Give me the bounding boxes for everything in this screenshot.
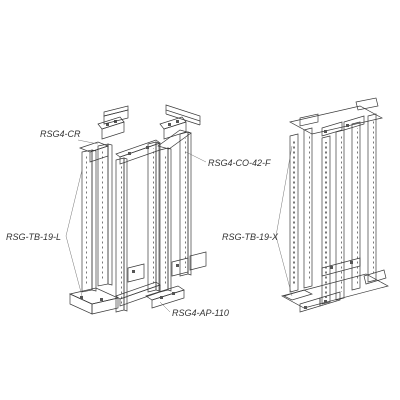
left-upright-top-bracket <box>78 141 110 163</box>
assembled-upright-3 <box>321 135 331 305</box>
assembled-upright-6 <box>367 113 377 283</box>
top-cross-rail-left <box>97 116 125 140</box>
top-cross-rail-right <box>159 116 187 140</box>
leader-lines-left <box>65 139 207 313</box>
assembled-rack: RSG-TB-19-X <box>222 97 389 313</box>
mid-bracket-right <box>171 257 189 277</box>
assembled-mid-crossbar <box>321 257 361 277</box>
top-frame-bracket <box>103 105 129 125</box>
right-upright-front <box>159 147 172 293</box>
label-rsg4-co-42-f: RSG4-CO-42-F <box>208 158 271 168</box>
ap-bottom-bracket <box>145 285 185 309</box>
exploded-rack-assembly: RSG4-CR RSG4-CO-42-F RSG-TB-19-L RSG4-AP… <box>6 104 271 318</box>
label-rsg4-ap-110: RSG4-AP-110 <box>172 308 229 318</box>
assembled-upright-5 <box>351 121 361 291</box>
assembled-upright-2 <box>303 127 313 289</box>
middle-frame-left-upright <box>115 157 128 313</box>
mid-bracket-far-right <box>189 251 207 271</box>
middle-frame-right-upright <box>147 141 160 293</box>
left-base-plate <box>68 287 120 315</box>
top-frame-bar <box>165 104 201 126</box>
label-rsg-tb-19-l: RSG-TB-19-L <box>6 232 61 242</box>
assembled-base <box>281 269 389 313</box>
leader-lines-right <box>275 145 293 297</box>
right-upright-top-cap <box>157 129 192 150</box>
mid-bracket-left <box>127 263 145 283</box>
assembled-upright-4 <box>335 129 345 301</box>
left-upright-rear <box>97 143 113 287</box>
label-rsg4-cr: RSG4-CR <box>40 129 81 139</box>
left-upright-front <box>81 149 97 293</box>
label-rsg-tb-19-x: RSG-TB-19-X <box>222 232 279 242</box>
assembled-upright-1 <box>289 133 299 293</box>
